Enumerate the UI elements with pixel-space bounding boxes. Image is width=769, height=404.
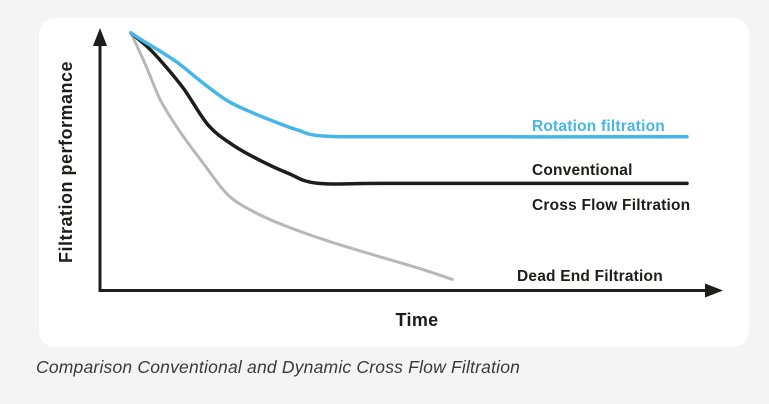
series-label-line-1: Conventional [532,162,633,180]
series-label-dead-end-filtration: Dead End Filtration [517,268,663,285]
series-line-rotation-filtration [129,31,689,139]
x-axis-arrowhead-icon [705,283,723,298]
series-line-dead-end-filtration [129,31,454,281]
y-axis-arrowhead-icon [93,28,107,46]
series-line-conventional-cross-flow [129,31,689,186]
axes-lines [98,42,708,292]
y-axis-label: Filtration performance [56,60,76,264]
figure-caption: Comparison Conventional and Dynamic Cros… [36,357,521,377]
series-label-line-2: Cross Flow Filtration [532,197,691,215]
series-label-rotation-filtration: Rotation filtration [532,118,665,135]
series-label-conventional-cross-flow: Conventional Cross Flow Filtration [532,145,690,214]
x-axis-label: Time [395,310,439,330]
